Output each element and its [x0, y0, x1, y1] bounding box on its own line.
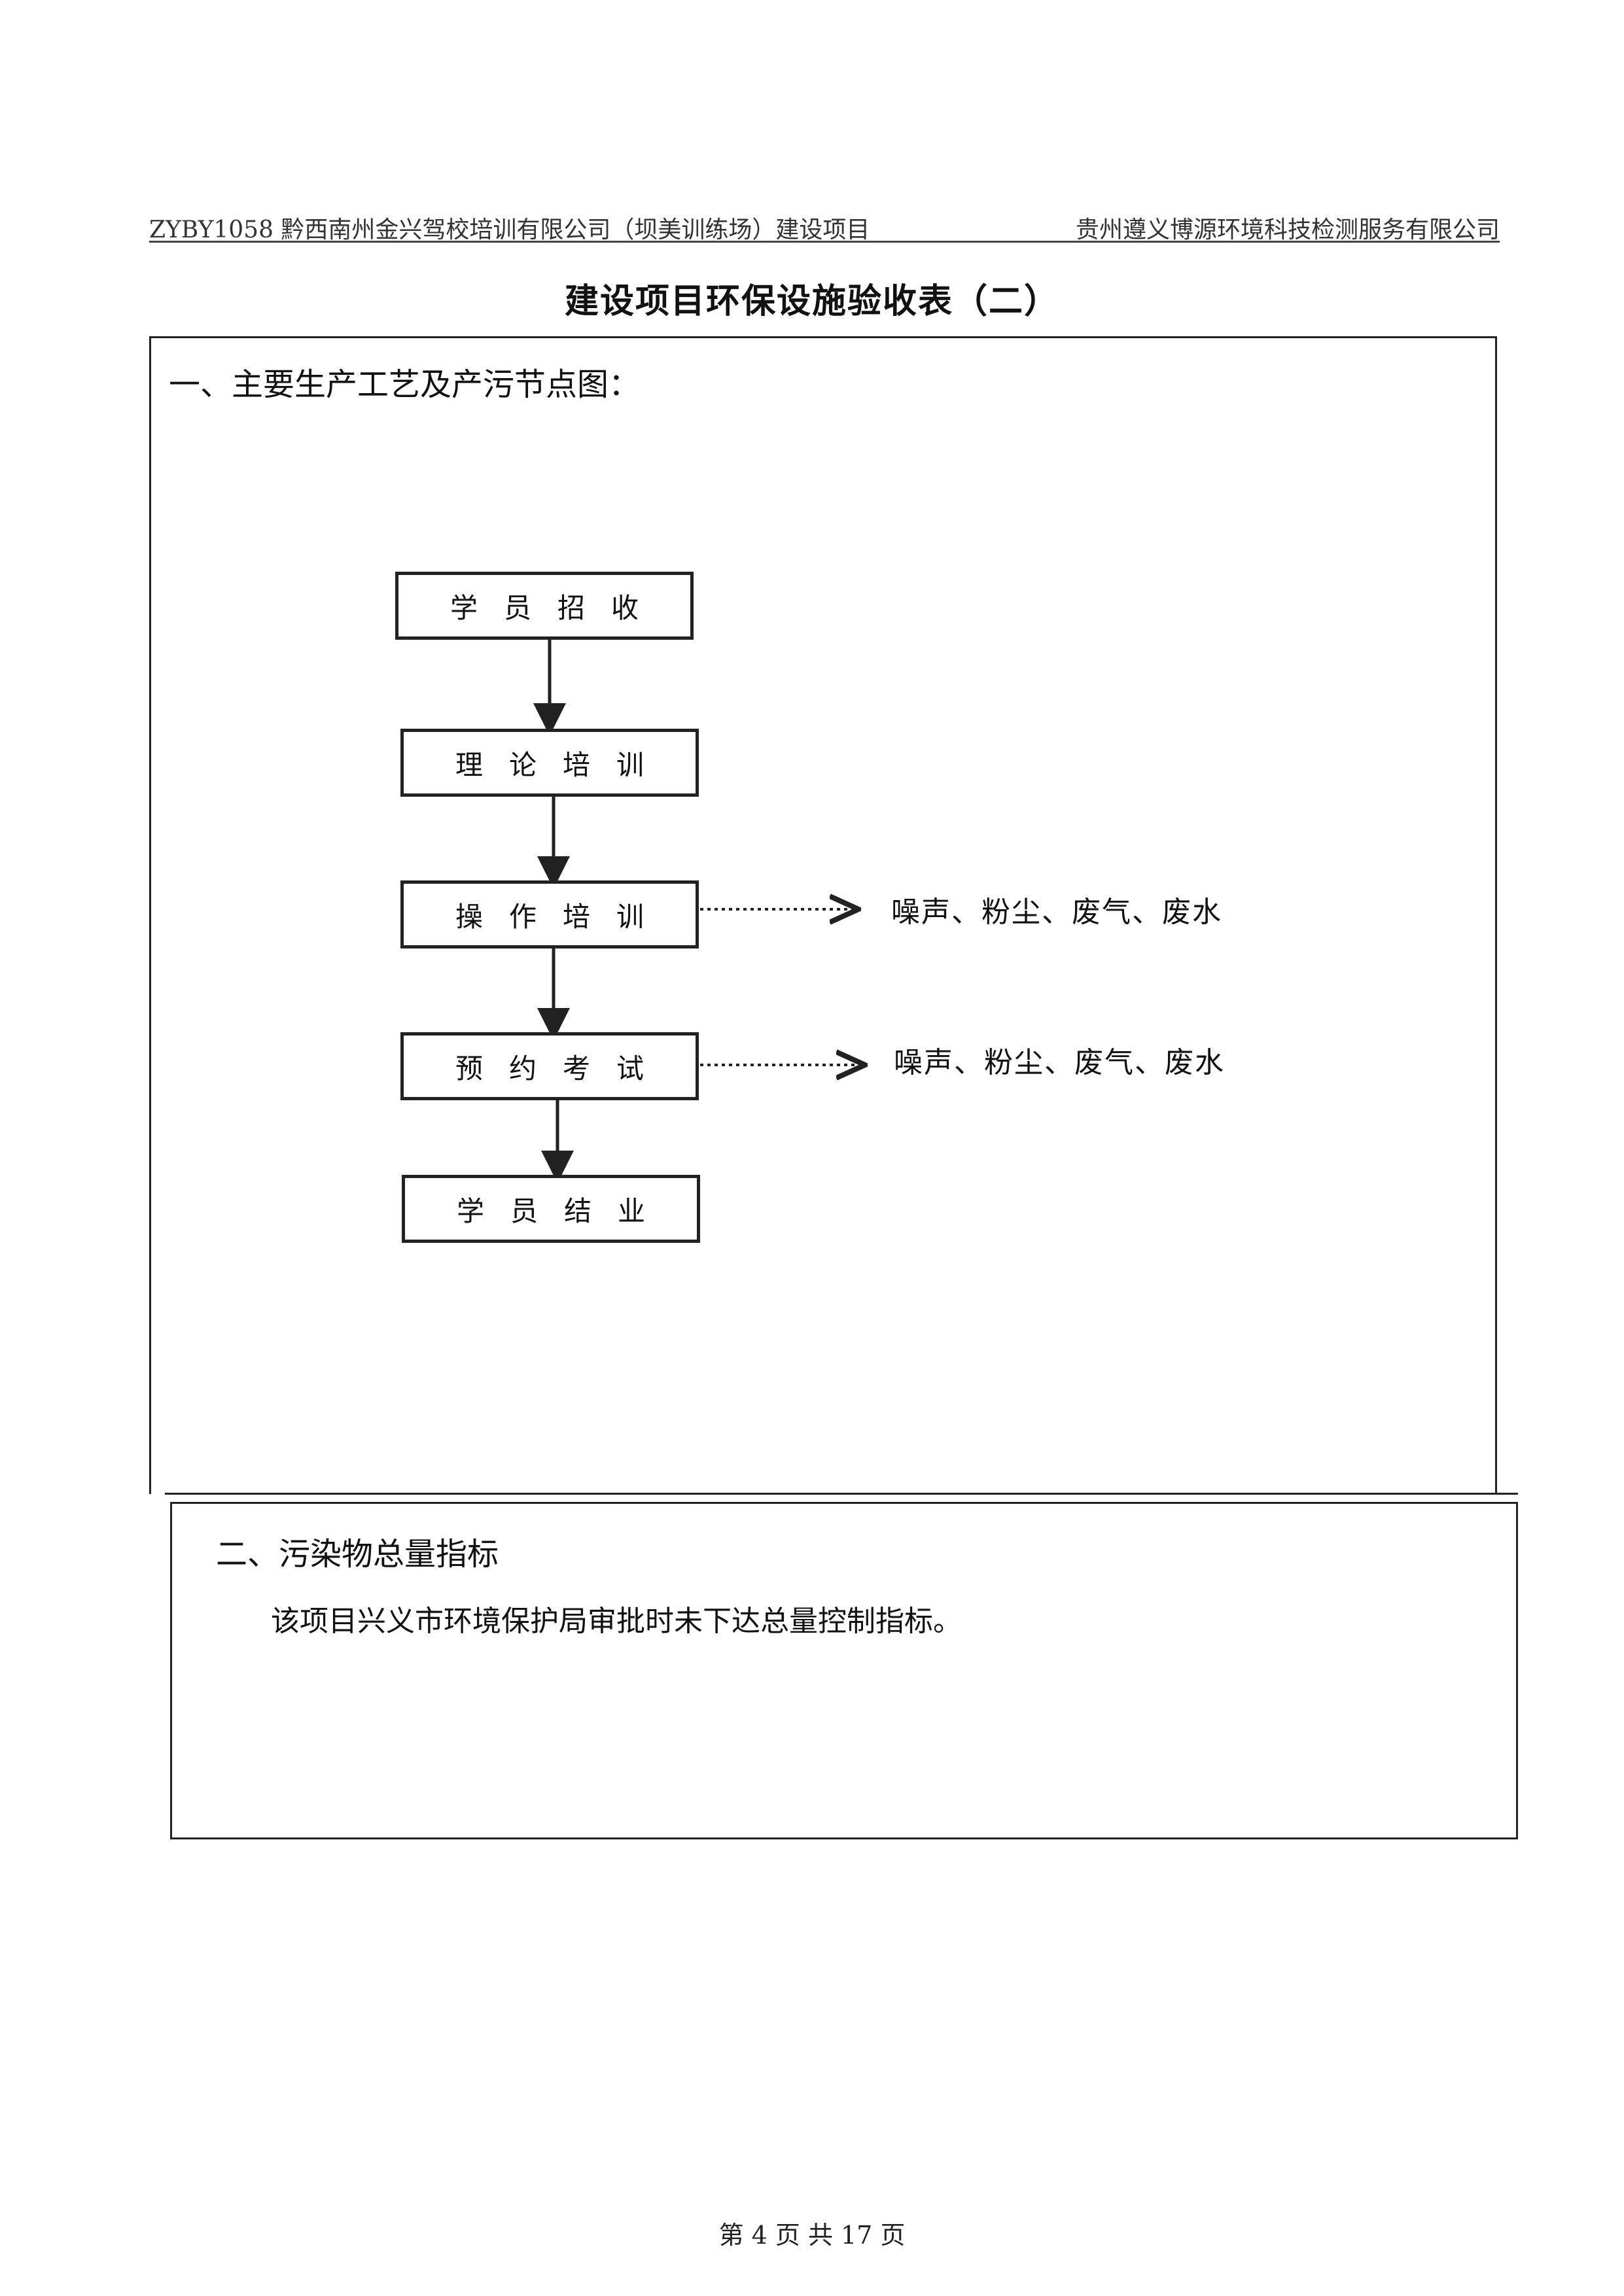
header-company-name: 贵州遵义博源环境科技检测服务有限公司 — [1075, 217, 1500, 243]
header-divider — [149, 241, 1500, 243]
emission-label-exam-booking: 噪声、粉尘、废气、废水 — [894, 1046, 1225, 1079]
flow-step-graduation: 学员结业 — [402, 1175, 700, 1243]
page-total: 17 — [840, 2221, 873, 2250]
section2-heading: 二、污染物总量指标 — [216, 1536, 499, 1573]
flow-step-recruitment: 学员招收 — [395, 572, 694, 640]
flow-step-exam-booking: 预约考试 — [400, 1032, 699, 1100]
pollutant-total-panel — [170, 1502, 1518, 1839]
header-project-name: ZYBY1058 黔西南州金兴驾校培训有限公司（坝美训练场）建设项目 — [149, 217, 870, 243]
section2-body-text: 该项目兴义市环境保护局审批时未下达总量控制指标。 — [271, 1605, 962, 1638]
section-divider — [165, 1493, 1518, 1495]
page-prefix: 第 — [718, 2221, 744, 2250]
emission-label-operation-training: 噪声、粉尘、废气、废水 — [891, 896, 1222, 929]
page-title: 建设项目环保设施验收表（二） — [564, 282, 1059, 321]
page-suffix: 页 — [880, 2221, 906, 2250]
page-middle: 页 共 — [775, 2221, 833, 2250]
section1-heading: 一、主要生产工艺及产污节点图： — [169, 366, 641, 403]
flow-step-operation-training: 操作培训 — [400, 880, 699, 948]
page-current: 4 — [751, 2221, 768, 2250]
flow-step-theory-training: 理论培训 — [400, 729, 699, 797]
process-diagram-panel — [149, 336, 1497, 1494]
